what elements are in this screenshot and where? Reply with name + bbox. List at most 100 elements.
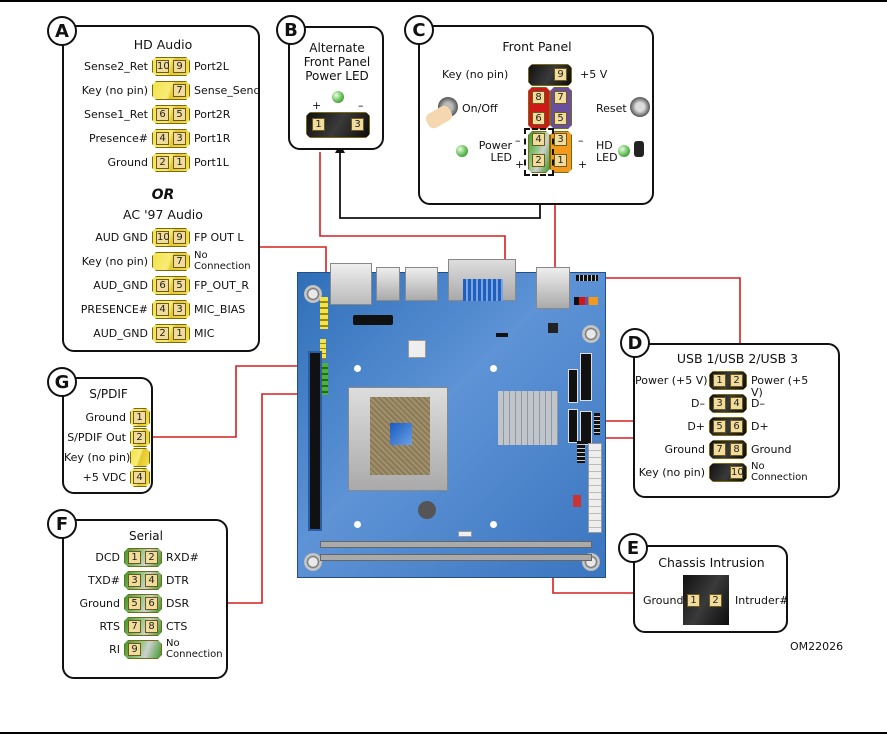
pin-number: 5 [173,279,186,292]
spdif-header-board [320,339,326,359]
lan-port [536,267,570,309]
pin-number: 6 [156,108,169,121]
pin-number: 6 [532,112,545,125]
b-pin-1: 1 [312,118,325,131]
battery-jumper [573,495,581,507]
pin-number: 3 [128,574,141,587]
board-dot [490,521,497,528]
pin-label-left: Presence# [89,132,148,145]
b-pin-3: 3 [351,118,364,131]
pin-number: 9 [173,60,186,73]
pin-number: 8 [730,443,743,456]
hdmi-port [405,267,438,301]
pin-label-right: Power (+5 V) [751,374,809,399]
c-pin-9: 9 [554,68,567,81]
badge-f: F [47,509,77,539]
pin-label-right: CTS [166,620,188,633]
usb-header-3-board [577,441,585,463]
c-plus-right: + [578,158,588,171]
b-title-2: Front Panel [303,55,371,69]
msata-slot [353,315,393,325]
board-dot [490,365,497,372]
bottom-rule [0,732,887,734]
e-left-label: Ground [643,594,684,607]
fan-header [458,531,472,537]
pin-number: 8 [532,91,545,104]
usb-ports [376,267,400,301]
pin-number: 1 [713,374,726,387]
alt-power-led-header-board [496,333,508,337]
c-hd-led-line1: HD [596,139,613,152]
badge-a: A [47,16,77,46]
pin-label-left: Key (no pin) [638,466,705,479]
usb-header-2-board [594,413,600,435]
badge-d: D [620,328,650,358]
mount-hole [304,285,322,303]
badge-b: B [276,15,306,45]
c-power-led-highlight [524,128,554,176]
c-title: Front Panel [502,39,572,54]
pin-label-left: AUD_GND [93,327,148,340]
pin-number: 5 [554,112,567,125]
pin-label-left: DCD [95,551,120,564]
pin-number: 10 [156,231,170,244]
pin-label-right: FP OUT L [194,231,244,244]
pin-label-left: S/PDIF Out [67,431,126,444]
pin-label-right: Ground [751,443,792,456]
pin-label-left: Key (no pin) [64,451,131,464]
pin-label-right: Port1R [194,132,231,145]
pin-label-right: Port2R [194,108,231,121]
panel-e-chassis-intrusion: Chassis Intrusion Ground 1 2 Intruder# [633,545,789,633]
pin-number: 2 [730,374,743,387]
c-minus-right: – [578,134,584,147]
hd-audio-title: HD Audio [133,37,193,52]
pin-label-left: Ground [107,156,148,169]
f-title: Serial [129,529,163,543]
pin-label-right: D– [751,397,765,410]
pin-number: 3 [713,397,726,410]
pin-label-left: AUD GND [95,231,148,244]
reset-button-icon [630,97,650,117]
pin-number: 7 [554,91,567,104]
pin-label-left: Ground [664,443,705,456]
pin-number: 1 [554,154,567,167]
pin-label-left: Key (no pin) [81,255,148,268]
wire-g [153,365,310,438]
motherboard [297,259,606,578]
pin-label-left: RI [109,643,120,656]
hard-drive-icon [634,141,644,157]
pin-label-left: TXD# [88,574,120,587]
pin-number: 1 [128,551,141,564]
pin-label-left: Ground [85,411,126,424]
pin-number: 3 [554,133,567,146]
pin-number: 6 [145,597,158,610]
e-title: Chassis Intrusion [658,555,765,570]
c-plus-left: + [515,158,525,171]
pin-label-left: PRESENCE# [80,303,148,316]
pcie-slot [308,351,322,531]
sata-connector [580,353,592,401]
pin-number: 2 [156,327,169,340]
pin-number: 3 [173,303,186,316]
panel-b-alt-power-led: Alternate Front Panel Power LED + – 1 3 [288,26,384,150]
pin-number: 2 [133,431,146,444]
pin-number: 2 [145,551,158,564]
pin-label-left: Sense1_Ret [84,108,148,121]
power-led-icon [332,91,344,103]
vga-pins [463,279,503,301]
mount-hole [304,553,322,571]
b-plus: + [312,99,322,112]
badge-e: E [618,533,648,563]
pin-number: 4 [145,574,158,587]
figure-id: OM22026 [790,640,844,653]
d-title: USB 1/USB 2/USB 3 [676,351,799,366]
pin-number: 4 [156,132,169,145]
pin-label-right: No Connection [751,461,808,483]
power-led-icon [456,145,468,157]
pin-number: 4 [532,133,545,146]
pin-label-left: +5 VDC [82,471,126,484]
pin-label-left: D+ [687,420,705,433]
b-minus: – [358,99,364,112]
